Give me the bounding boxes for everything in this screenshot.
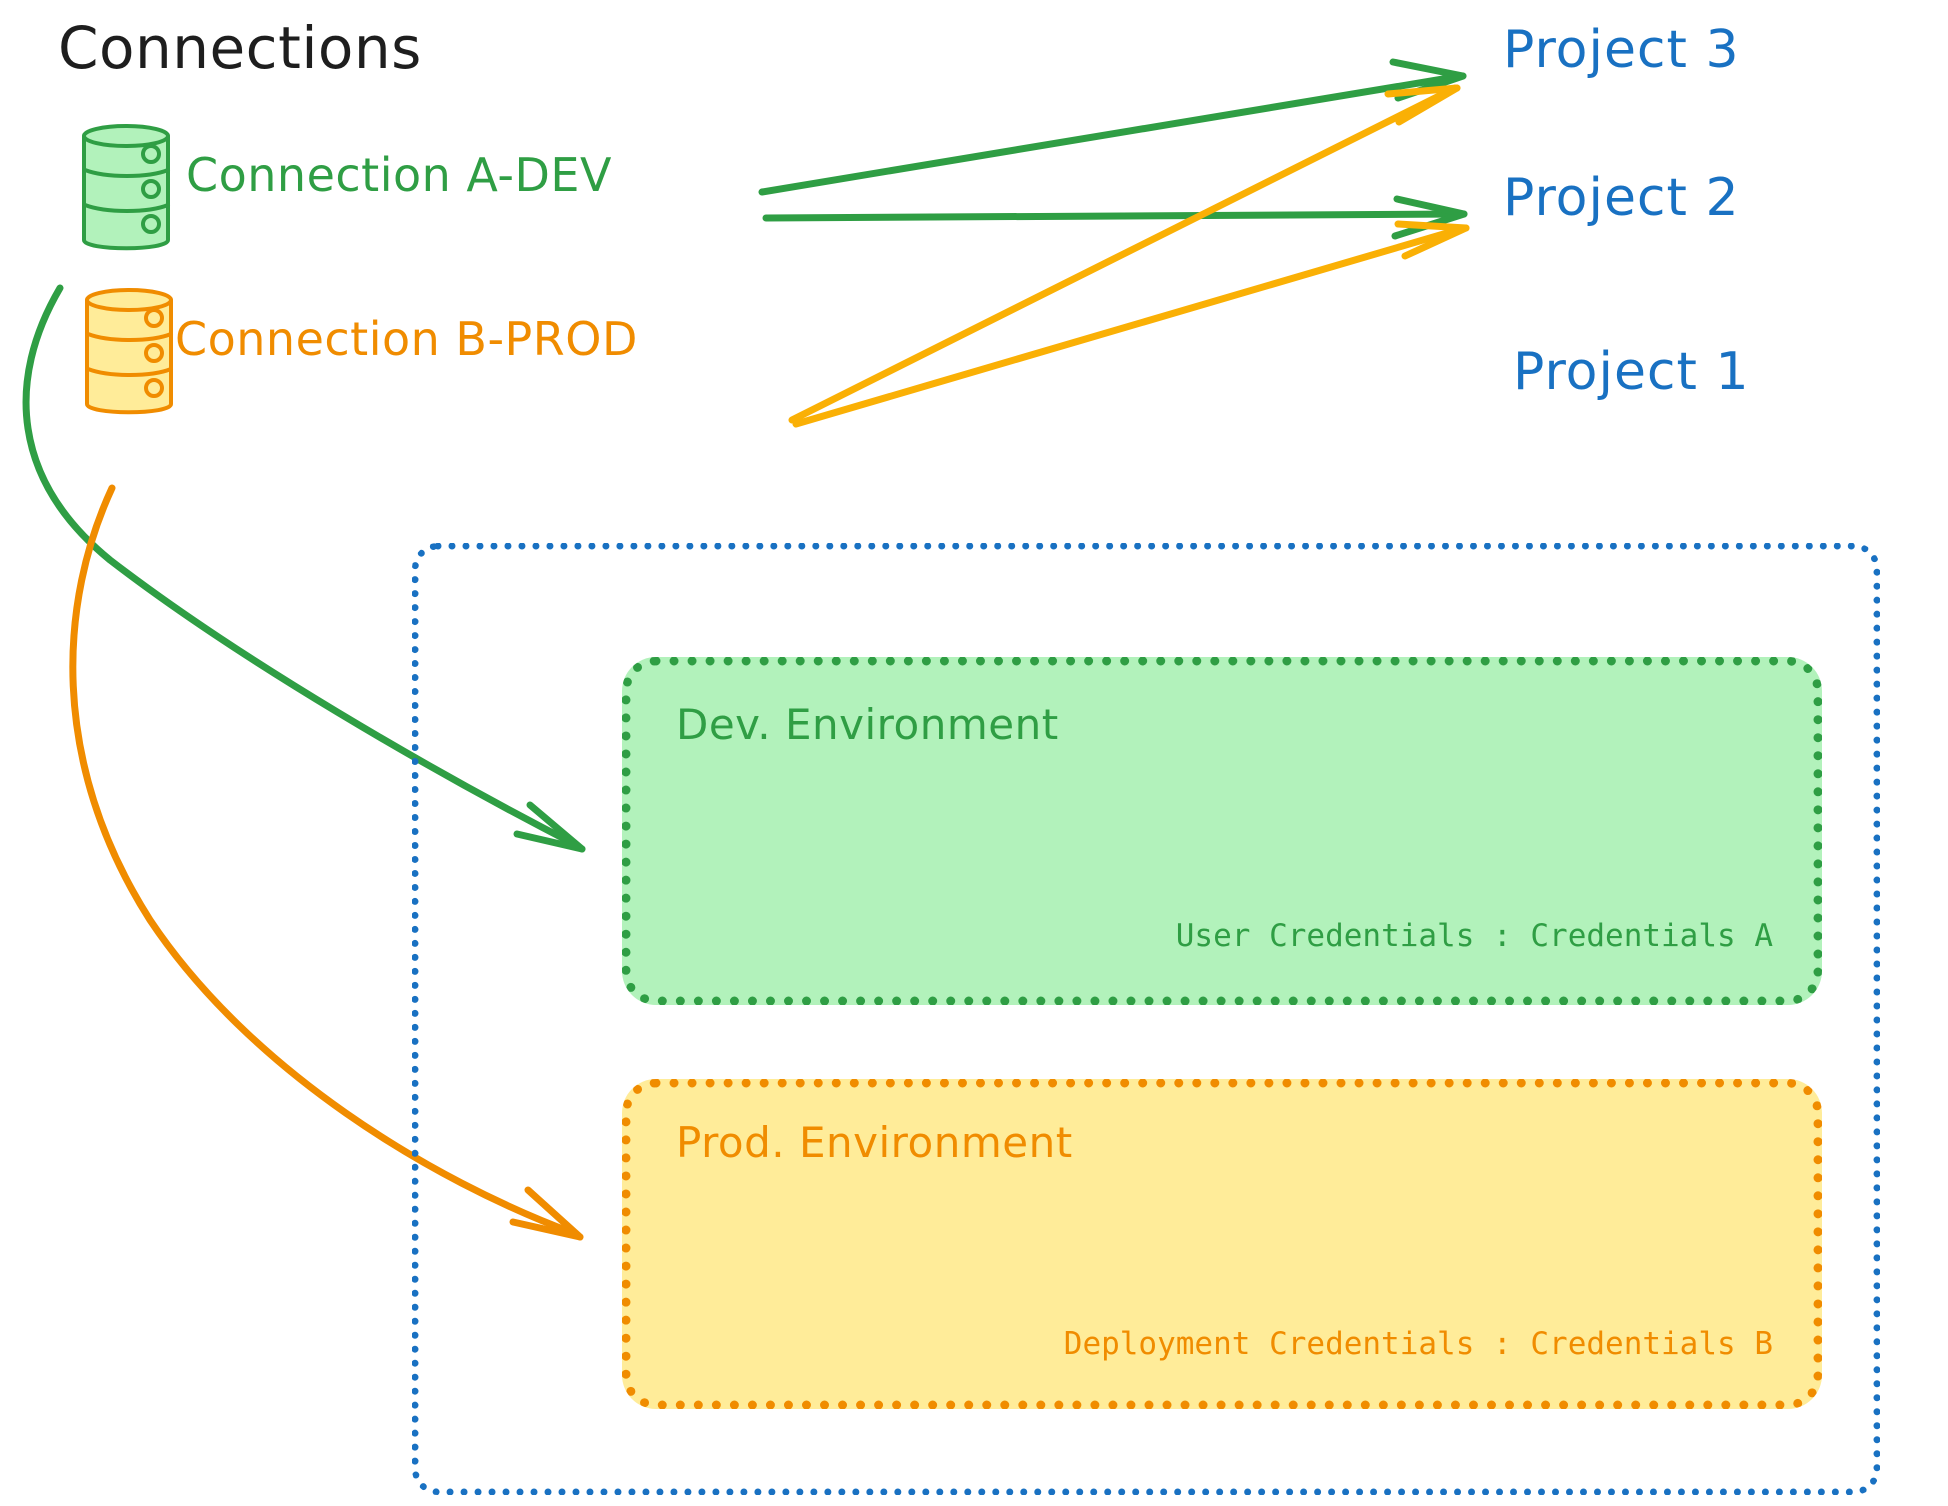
- page-title: Connections: [58, 14, 422, 82]
- project-2-label: Project 2: [1503, 168, 1740, 228]
- database-cylinder-icon-b-prod[interactable]: [75, 282, 185, 422]
- database-cylinder-icon-a-dev[interactable]: [72, 118, 182, 258]
- project-1-label: Project 1: [1513, 342, 1750, 402]
- connection-b-prod-label: Connection B-PROD: [175, 312, 638, 366]
- arrow-a-dev-to-project-2: [762, 195, 1468, 240]
- arrow-a-dev-to-project-3: [758, 58, 1467, 196]
- prod-environment-title: Prod. Environment: [676, 1118, 1073, 1167]
- arrow-b-prod-to-project-3: [788, 84, 1461, 424]
- connection-a-dev-label: Connection A-DEV: [186, 148, 612, 202]
- curve-b-prod-to-prod-environment: [69, 484, 584, 1241]
- prod-environment-credentials: Deployment Credentials : Credentials B: [1063, 1326, 1773, 1362]
- dev-environment-box[interactable]: Dev. Environment User Credentials : Cred…: [622, 657, 1822, 1005]
- dev-environment-credentials: User Credentials : Credentials A: [1175, 918, 1773, 954]
- prod-environment-box[interactable]: Prod. Environment Deployment Credentials…: [622, 1079, 1822, 1409]
- dev-environment-title: Dev. Environment: [676, 700, 1059, 749]
- project-1-container: Dev. Environment User Credentials : Cred…: [412, 543, 1880, 1495]
- curve-a-dev-to-dev-environment: [22, 284, 586, 853]
- arrow-b-prod-to-project-2: [792, 220, 1470, 428]
- project-3-label: Project 3: [1503, 20, 1740, 80]
